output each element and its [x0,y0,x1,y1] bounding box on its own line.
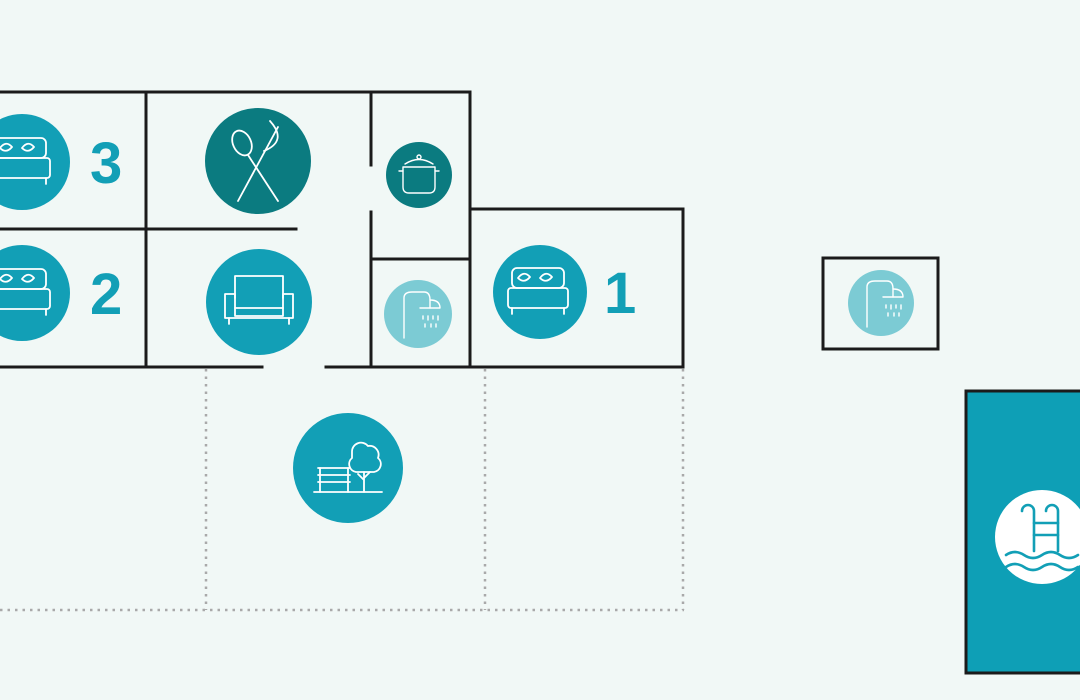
living-room-badge [206,249,312,355]
shower-icon [866,280,904,328]
shower-icon [403,291,441,339]
bedroom-3-number: 3 [90,131,122,196]
outdoor-shower-walls [821,256,940,351]
kitchen[interactable] [386,142,452,208]
dining-room[interactable] [205,108,311,214]
bed-icon [507,267,569,315]
kitchen-badge [386,142,452,208]
bathroom[interactable] [384,280,452,348]
bed-icon [0,268,51,316]
bedroom-2[interactable]: 2 [0,245,122,341]
garden[interactable] [293,413,403,523]
dining-badge [205,108,311,214]
bedroom-1[interactable]: 1 [493,245,636,339]
sofa-icon [224,275,294,325]
living-room[interactable] [206,249,312,355]
outdoor-shower[interactable] [821,256,940,351]
bedroom-1-number: 1 [604,261,636,326]
bed-icon [0,137,51,185]
garden-outline [0,369,685,612]
tree-bench-icon [313,441,383,493]
outdoor-shower-badge [848,270,914,336]
bedroom-2-number: 2 [90,262,122,327]
bedroom-3[interactable]: 3 [0,114,122,210]
bedroom-3-badge [0,114,70,210]
bedroom-2-badge [0,245,70,341]
cooking-pot-icon [398,154,440,194]
cutlery-icon [231,120,279,202]
swimming-pool[interactable] [964,389,1080,675]
bathroom-badge [384,280,452,348]
pool-ladder-icon [1004,503,1080,572]
house-walls [0,90,685,369]
